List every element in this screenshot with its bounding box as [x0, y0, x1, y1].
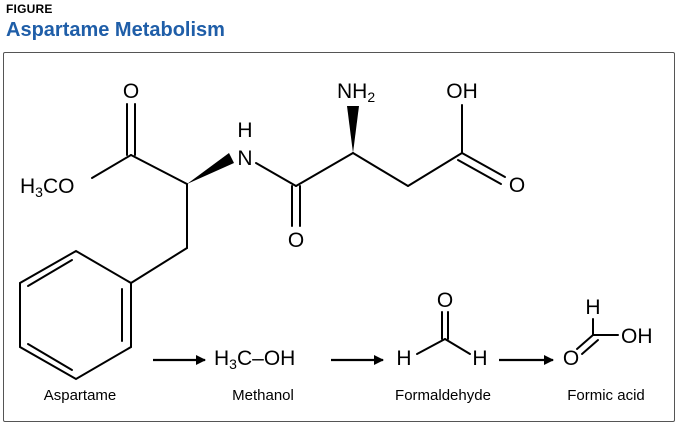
atom-acid-o: O — [509, 174, 525, 197]
methanol-c: C — [237, 347, 252, 370]
atom-methoxy-sub: 3 — [35, 184, 43, 200]
caption-methanol: Methanol — [232, 387, 294, 404]
caption-aspartame: Aspartame — [44, 387, 117, 404]
formic-h: H — [585, 296, 600, 319]
atom-ester-o: O — [123, 80, 139, 103]
formaldehyde-h-left: H — [396, 347, 411, 370]
formaldehyde-bond-ch-right — [444, 338, 471, 355]
atom-methoxy: H3CO — [20, 175, 74, 200]
formaldehyde-bond-ch-left — [416, 338, 446, 355]
atom-nh2-nh: NH — [337, 80, 367, 103]
atom-methoxy-h: H — [20, 175, 35, 198]
figure-label: FIGURE — [6, 2, 53, 16]
atom-methoxy-co: CO — [43, 175, 75, 198]
atom-acid-oh: OH — [446, 80, 478, 103]
formaldehyde-o: O — [437, 289, 453, 312]
methanol-h: H — [214, 347, 229, 370]
methanol-sub: 3 — [229, 356, 237, 372]
methanol-formula: H3C–OH — [214, 347, 295, 372]
bond-acid-carbonyl-a — [461, 152, 506, 178]
bond-acid-carbonyl-b — [457, 159, 502, 185]
formic-bond-co-a — [576, 334, 594, 350]
wedge-bond-phe — [187, 153, 234, 184]
atom-amide-o: O — [288, 229, 304, 252]
bond-n-amide-c — [255, 162, 297, 187]
formic-oh: OH — [621, 325, 653, 348]
figure-title: Aspartame Metabolism — [6, 19, 225, 41]
diagram-frame — [3, 52, 675, 422]
atom-amide-n: N — [237, 147, 252, 170]
benzene-inner-3 — [27, 259, 73, 287]
caption-formaldehyde: Formaldehyde — [395, 387, 491, 404]
formic-o: O — [563, 347, 579, 370]
bond-ch2-acid-c — [407, 152, 463, 187]
benzene-ring — [19, 249, 132, 381]
atom-nh2: NH2 — [337, 80, 375, 105]
aspartame-structure — [19, 103, 506, 381]
bond-ch2-ring — [130, 247, 188, 284]
methanol-oh: OH — [264, 347, 296, 370]
bond-amide-c-asp-alpha — [295, 152, 354, 187]
formic-bond-co-b — [581, 339, 599, 355]
benzene-inner-2 — [27, 343, 73, 371]
bond-ester-c-alpha — [130, 154, 188, 185]
bond-ester-c-o — [91, 154, 132, 179]
atom-amide-h: H — [237, 119, 252, 142]
wedge-bond-asp — [347, 106, 359, 153]
caption-formic-acid: Formic acid — [567, 387, 645, 404]
bond-asp-alpha-ch2 — [352, 152, 409, 187]
methanol-dash: – — [252, 347, 264, 370]
atom-nh2-sub: 2 — [367, 89, 375, 105]
formaldehyde-h-right: H — [472, 347, 487, 370]
